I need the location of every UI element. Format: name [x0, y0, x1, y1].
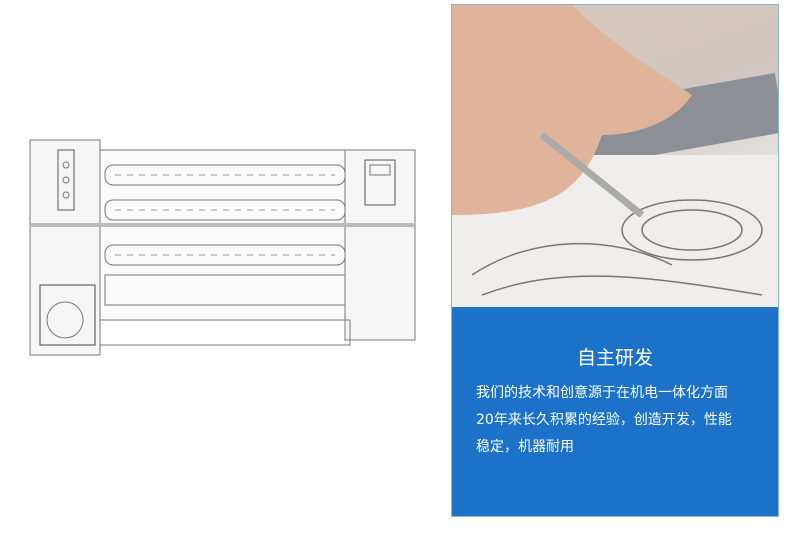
description-line: 20年来长久积累的经验，创造开发，性能 — [476, 412, 732, 428]
feature-description: 我们的技术和创意源于在机电一体化方面 20年来长久积累的经验，创造开发，性能 稳… — [476, 380, 766, 461]
slitting-machine-image — [29, 139, 416, 356]
description-line: 我们的技术和创意源于在机电一体化方面 — [476, 385, 728, 401]
sketching-hand-photo — [452, 5, 778, 307]
description-line: 稳定，机器耐用 — [476, 439, 574, 455]
feature-card: 自主研发 我们的技术和创意源于在机电一体化方面 20年来长久积累的经验，创造开发… — [451, 4, 779, 517]
feature-title: 自主研发 — [576, 347, 653, 369]
